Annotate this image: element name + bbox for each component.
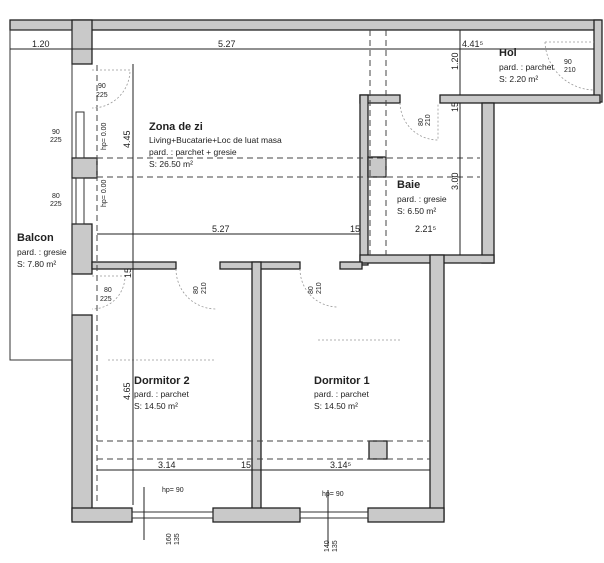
dim-balcon-width: 1.20 (32, 39, 50, 49)
pillar-left-mid (71, 157, 98, 179)
dim-zona-width-top: 5.27 (218, 39, 236, 49)
door-d1-height: 210 (316, 282, 323, 294)
door-top-left-width: 90 (98, 83, 106, 90)
window-left-1-height: 225 (50, 137, 62, 144)
walls (9, 19, 603, 523)
door-hol-height: 210 (564, 67, 576, 74)
dim-dormitor1-width: 3.14⁵ (330, 460, 352, 470)
window-left-2 (75, 177, 85, 225)
door-balcon (91, 275, 126, 310)
window-left-2-height: 225 (50, 201, 62, 208)
room-name: Dormitor 1 (314, 375, 370, 387)
dim-wall-15-e: 15 (241, 460, 251, 470)
dim-dormitor2-width: 3.14 (158, 460, 176, 470)
dim-baie-height: 3.00 (450, 172, 460, 190)
room-dormitor-2: Dormitor 2 pard. : parchet S: 14.50 m² (134, 375, 190, 411)
pillar-top-left (71, 19, 93, 65)
top-wall (9, 19, 601, 31)
win-d2-height: 135 (174, 533, 181, 545)
partition-wall-1 (91, 261, 177, 270)
baie-left-wall (359, 94, 369, 266)
win-d1-width: 140 (324, 540, 331, 552)
hol-right-wall (593, 19, 603, 103)
room-baie: Baie pard. : gresie S: 6.50 m² (397, 179, 447, 216)
win-d2-width: 160 (166, 533, 173, 545)
dim-hol-width: 4.41⁵ (462, 39, 484, 49)
baie-right-wall (481, 102, 495, 264)
dim-baie-width: 2.21⁵ (415, 224, 437, 234)
room-name: Zona de zi (149, 121, 203, 133)
win-d1-height: 135 (332, 540, 339, 552)
partition-wall-3 (339, 261, 363, 270)
room-area: S: 14.50 m² (134, 401, 178, 411)
door-top-left-height: 225 (96, 92, 108, 99)
room-floor: pard. : gresie (397, 194, 447, 204)
room-floor: pard. : parchet + gresie (149, 147, 237, 157)
left-wall-bedroom (71, 314, 93, 521)
room-area: S: 26.50 m² (149, 159, 193, 169)
bottom-wall-3 (367, 507, 445, 523)
sill-dormitor1: hp= 90 (322, 491, 344, 498)
room-area: S: 6.50 m² (397, 206, 436, 216)
dormitor1-right-wall (429, 254, 445, 521)
door-baie (399, 102, 439, 141)
guide-lines (96, 30, 480, 505)
hp-label-2: hp= 0.00 (101, 179, 108, 207)
door-d2-height: 210 (201, 282, 208, 294)
hol-bottom-wall (439, 94, 601, 104)
window-left-1 (75, 111, 85, 159)
baie-bottom-wall (359, 254, 495, 264)
pillar-left-lower (71, 223, 93, 275)
door-d1-width: 80 (308, 286, 315, 294)
bottom-wall-2 (212, 507, 301, 523)
room-name: Baie (397, 179, 420, 191)
door-d2-width: 80 (193, 286, 200, 294)
window-dormitor1 (299, 511, 369, 519)
room-name: Balcon (17, 232, 54, 244)
room-dormitor-1: Dormitor 1 pard. : parchet S: 14.50 m² (314, 375, 370, 411)
sill-dormitor2: hp= 90 (162, 487, 184, 494)
dim-zona-width: 5.27 (212, 224, 230, 234)
window-left-2-width: 80 (52, 193, 60, 200)
door-dormitor1 (299, 268, 339, 308)
dimension-lines (10, 30, 594, 545)
column-dormitor1 (368, 440, 388, 460)
room-balcon: Balcon pard. : gresie S: 7.80 m² (17, 232, 67, 269)
windows (75, 111, 369, 519)
door-hol (544, 41, 595, 91)
dim-hol-height: 1.20 (450, 52, 460, 70)
bedrooms-divider-wall (251, 261, 262, 521)
dim-dormitor2-height: 4.65 (122, 382, 132, 400)
room-name: Dormitor 2 (134, 375, 190, 387)
door-top-left (91, 69, 131, 109)
room-floor: pard. : gresie (17, 247, 67, 257)
dim-wall-15-b: 15 (450, 102, 460, 112)
door-baie-width: 80 (418, 118, 425, 126)
room-floor: pard. : parchet (134, 389, 189, 399)
door-balcon-width: 80 (104, 287, 112, 294)
window-dormitor2 (131, 511, 214, 519)
room-desc: Living+Bucatarie+Loc de luat masa (149, 135, 282, 145)
door-baie-height: 210 (425, 114, 432, 126)
room-area: S: 2.20 m² (499, 74, 538, 84)
dim-wall-15-c: 15 (123, 268, 133, 278)
door-balcon-height: 225 (100, 296, 112, 303)
room-zona-de-zi: Zona de zi Living+Bucatarie+Loc de luat … (149, 121, 282, 169)
room-area: S: 7.80 m² (17, 259, 56, 269)
window-left-1-width: 90 (52, 129, 60, 136)
room-floor: pard. : parchet (314, 389, 369, 399)
baie-pillar (367, 156, 387, 178)
balcon-outline (9, 29, 73, 361)
dim-wall-15-a: 15 (350, 224, 360, 234)
room-name: Hol (499, 47, 517, 59)
bottom-wall-1 (71, 507, 133, 523)
doors (91, 41, 595, 310)
hp-label-1: hp= 0.00 (101, 122, 108, 150)
door-hol-width: 90 (564, 59, 572, 66)
room-area: S: 14.50 m² (314, 401, 358, 411)
room-hol: Hol pard. : parchet S: 2.20 m² (499, 47, 554, 84)
dim-zona-height: 4.45 (122, 130, 132, 148)
room-floor: pard. : parchet (499, 62, 554, 72)
